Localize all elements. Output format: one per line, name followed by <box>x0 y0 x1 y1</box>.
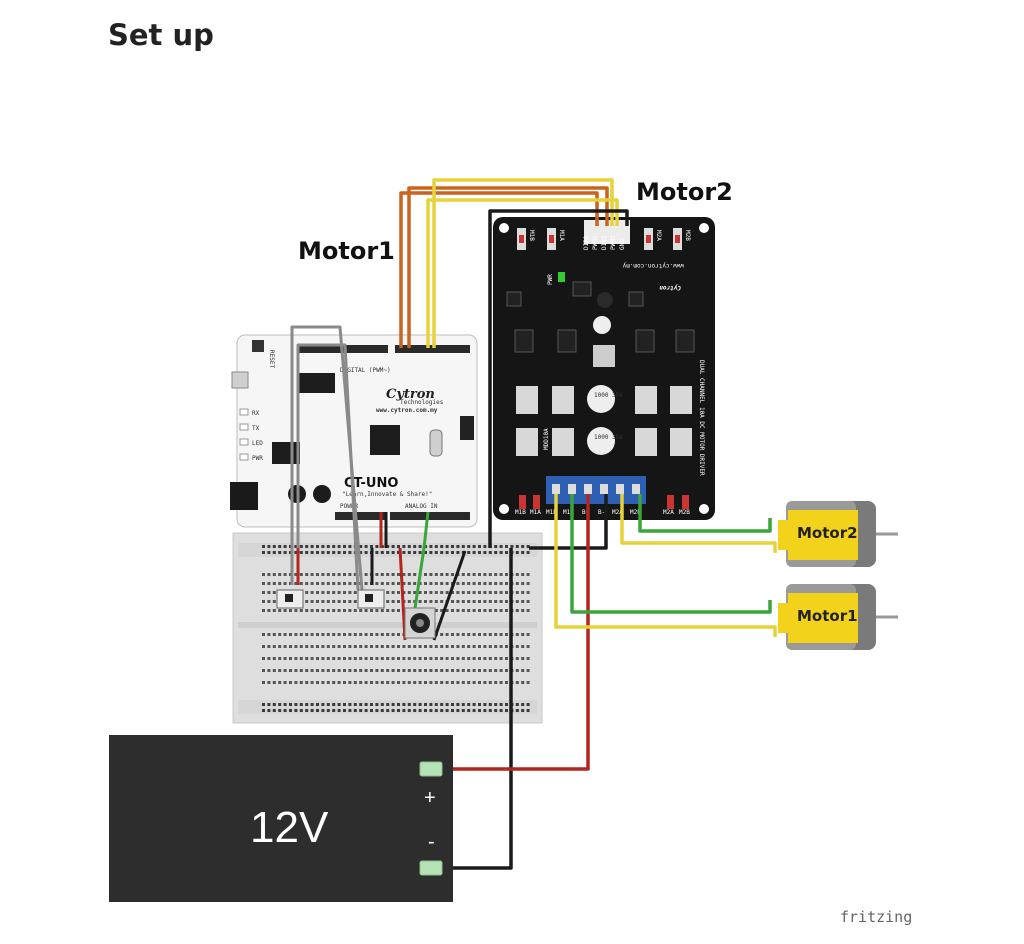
uno-url: www.cytron.com.my <box>376 407 438 414</box>
capacitor-label-2: 1000 35V <box>594 434 623 441</box>
motor-2-label: Motor2 <box>797 524 858 542</box>
digital-header-label: DIGITAL (PWM~) <box>340 367 391 374</box>
fritzing-watermark: fritzing <box>840 908 912 926</box>
reset-label: RESET <box>268 350 275 368</box>
uno-brand-sub: Technologies <box>400 399 444 406</box>
btn-m2a-label: M2A <box>663 509 674 516</box>
term-m1a: M1A <box>563 509 574 516</box>
potentiometer <box>404 607 436 639</box>
motor-driver-mdd10a: 1000 35V 1000 35V MDD10A DUAL CHANNEL 10… <box>493 217 715 520</box>
motor-2: Motor2 <box>778 501 898 567</box>
slide-switch-1 <box>276 589 304 609</box>
btn-m1b-label: M1B <box>515 509 526 516</box>
driver-description: DUAL CHANNEL 10A DC MOTOR DRIVER <box>698 360 705 476</box>
top-btn-m2b: M2B <box>684 230 691 241</box>
pin-dir1: DIR1 <box>583 235 590 250</box>
slide-switch-2 <box>357 589 385 609</box>
motor2-label: Motor2 <box>636 178 733 206</box>
power-header-label: POWER <box>340 503 358 510</box>
signal-wires <box>399 178 629 548</box>
led-rx-label: RX <box>252 410 260 417</box>
top-btn-m1a: M1A <box>558 230 565 241</box>
breadboard <box>232 532 543 724</box>
term-bplus: B+ <box>582 509 590 516</box>
led-pwr-label: PWR <box>252 455 263 462</box>
pin-gnd: GND <box>619 239 626 250</box>
driver-pwr-label: PWR <box>547 274 554 285</box>
uno-brand: Cytron <box>386 387 435 402</box>
pin-dir2: DIR2 <box>601 235 608 250</box>
battery-minus: - <box>428 831 435 853</box>
analog-header-label: ANALOG IN <box>405 503 438 510</box>
pin-pwm2: PWM2 <box>610 235 617 250</box>
capacitor-label-1: 1000 35V <box>594 392 623 399</box>
top-btn-m1b: M1B <box>528 230 535 241</box>
btn-m2b-label: M2B <box>679 509 690 516</box>
battery-12v: 12V + - <box>109 735 453 902</box>
motor-1-label: Motor1 <box>797 607 858 625</box>
motor1-label: Motor1 <box>298 237 395 265</box>
pin-pwm1: PWM1 <box>592 235 599 250</box>
term-m1b: M1B <box>546 509 557 516</box>
uno-model: CT-UNO <box>344 476 398 491</box>
breadboard-wires <box>290 325 467 641</box>
term-bminus: B- <box>598 509 605 516</box>
led-led-label: LED <box>252 440 263 447</box>
power-wires <box>440 494 777 870</box>
page-title: Set up <box>108 18 214 52</box>
top-btn-m2a: M2A <box>655 230 662 241</box>
uno-slogan: "Learn,Innovate & Share!" <box>342 491 432 498</box>
battery-label: 12V <box>250 803 329 852</box>
battery-plus: + <box>424 787 436 809</box>
driver-brand: Cytron <box>659 284 681 291</box>
led-tx-label: TX <box>252 425 260 432</box>
btn-m1a-label: M1A <box>530 509 541 516</box>
term-m2b: M2B <box>630 509 641 516</box>
term-m2a: M2A <box>612 509 623 516</box>
driver-brand-url: www.cytron.com.my <box>622 262 684 269</box>
driver-model: MDD10A <box>543 428 550 450</box>
motor-1: Motor1 <box>778 584 898 650</box>
